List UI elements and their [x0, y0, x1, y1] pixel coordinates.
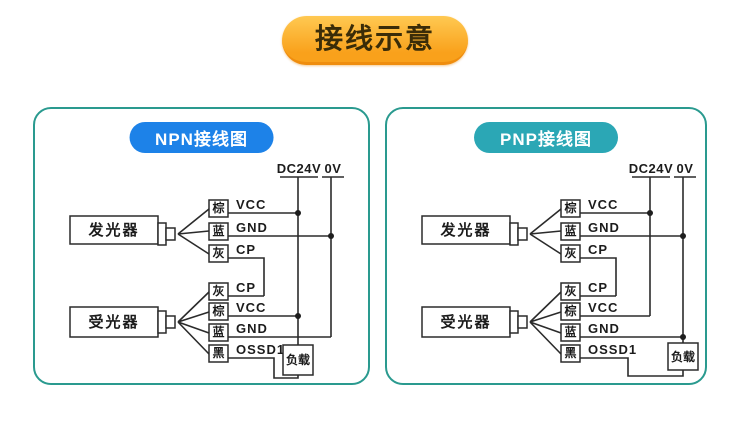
wire-color-box	[208, 323, 229, 342]
emitter-box	[69, 215, 159, 245]
wire-color-label: 灰	[212, 283, 224, 298]
power-neg-label: 0V	[677, 161, 694, 176]
power-pos-label: DC24V	[629, 161, 673, 176]
load-box	[667, 342, 699, 371]
wire-color-box	[208, 244, 229, 263]
wire-color-box	[208, 222, 229, 241]
emitter-label: 发光器	[87, 221, 139, 239]
emitter-plug	[165, 227, 176, 241]
receiver-fan-wires	[177, 291, 210, 355]
signal-label: GND	[588, 220, 620, 235]
npn-panel: DC24V 0V 发光器 棕 蓝 灰 VCC GND CP 受光器	[33, 107, 370, 385]
wire-color-label: 灰	[564, 283, 576, 298]
wire-color-box	[560, 282, 581, 301]
signal-label: CP	[236, 242, 256, 257]
wire-color-box	[560, 244, 581, 263]
wire-color-label: 蓝	[212, 223, 224, 238]
signal-label: OSSD1	[588, 342, 637, 357]
junction-dot	[328, 233, 334, 239]
junction-dot	[680, 334, 686, 340]
npn-badge: NPN接线图	[129, 122, 274, 153]
junction-dot	[647, 210, 653, 216]
signal-label: GND	[236, 321, 268, 336]
signal-label: VCC	[236, 197, 266, 212]
emitter-box	[421, 215, 511, 245]
wire-color-label: 棕	[563, 303, 576, 318]
receiver-box	[69, 306, 159, 338]
wire-color-label: 蓝	[564, 223, 576, 238]
wire-color-box	[560, 302, 581, 321]
wire-color-label: 棕	[563, 200, 576, 215]
wire-color-label: 黑	[212, 346, 224, 360]
receiver-plug	[165, 315, 176, 329]
receiver-label: 受光器	[440, 313, 491, 331]
load-label: 负载	[286, 352, 310, 367]
wire-color-label: 蓝	[212, 324, 224, 339]
signal-label: CP	[588, 280, 608, 295]
receiver-fan-wires	[529, 291, 562, 355]
wire-color-box	[208, 344, 229, 363]
wire-color-box	[560, 344, 581, 363]
ossd1-wire	[228, 357, 299, 379]
signal-label: VCC	[588, 300, 618, 315]
wire-color-box	[560, 222, 581, 241]
signal-label: VCC	[588, 197, 618, 212]
power-pos-label: DC24V	[277, 161, 321, 176]
wire-color-box	[208, 282, 229, 301]
ossd1-wire	[580, 357, 684, 377]
junction-dot	[295, 313, 301, 319]
emitter-label: 发光器	[439, 221, 491, 239]
wire-color-box	[208, 302, 229, 321]
emitter-connector	[157, 222, 167, 246]
signal-label: OSSD1	[236, 342, 285, 357]
emitter-fan-wires	[177, 208, 210, 255]
wire-color-label: 棕	[211, 303, 224, 318]
wire-color-label: 棕	[211, 200, 224, 215]
emitter-cp-wire	[228, 257, 265, 296]
receiver-connector	[157, 310, 167, 334]
signal-label: GND	[236, 220, 268, 235]
power-neg-label: 0V	[325, 161, 342, 176]
emitter-cp-wire	[580, 257, 617, 296]
load-label: 负载	[671, 349, 695, 364]
emitter-plug	[517, 227, 528, 241]
wire-color-label: 黑	[564, 346, 576, 360]
emitter-fan-wires	[529, 208, 562, 255]
page-title: 接线示意	[282, 16, 468, 65]
signal-label: CP	[236, 280, 256, 295]
wire-color-label: 灰	[564, 245, 576, 260]
junction-dot	[680, 233, 686, 239]
emitter-connector	[509, 222, 519, 246]
signal-label: GND	[588, 321, 620, 336]
receiver-connector	[509, 310, 519, 334]
npn-wiring-diagram: DC24V 0V 发光器 棕 蓝 灰 VCC GND CP 受光器	[69, 161, 344, 379]
wire-color-box	[208, 199, 229, 218]
receiver-label: 受光器	[88, 313, 139, 331]
wire-color-box	[560, 199, 581, 218]
pnp-panel: DC24V 0V 发光器 棕 蓝 灰 VCC GND CP 受光器	[385, 107, 707, 385]
signal-label: CP	[588, 242, 608, 257]
wire-color-label: 灰	[212, 245, 224, 260]
pnp-badge: PNP接线图	[474, 122, 618, 153]
pnp-wiring-diagram: DC24V 0V 发光器 棕 蓝 灰 VCC GND CP 受光器	[421, 161, 699, 377]
load-box	[282, 344, 314, 376]
wire-color-label: 蓝	[564, 324, 576, 339]
signal-label: VCC	[236, 300, 266, 315]
junction-dot	[295, 210, 301, 216]
wire-color-box	[560, 323, 581, 342]
receiver-plug	[517, 315, 528, 329]
